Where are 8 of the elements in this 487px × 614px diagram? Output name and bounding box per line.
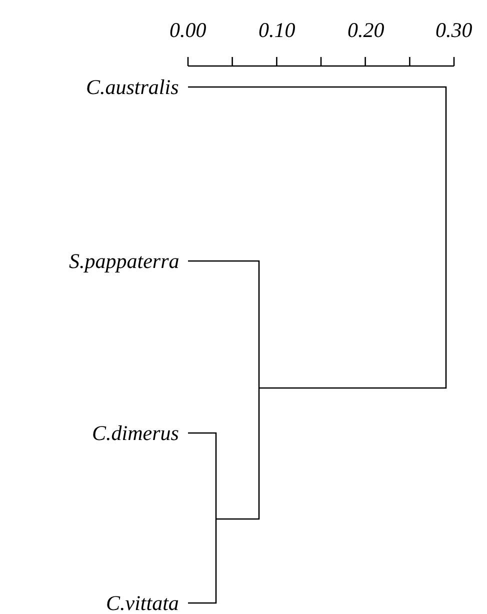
species-label: C.dimerus <box>92 421 179 445</box>
scale-label: 0.10 <box>258 18 296 42</box>
scale-label: 0.00 <box>170 18 206 42</box>
scale-label: 0.30 <box>436 18 472 42</box>
scale-label: 0.20 <box>348 18 384 42</box>
species-label: C.vittata <box>106 591 179 614</box>
species-label: C.australis <box>86 75 179 99</box>
species-label: S.pappaterra <box>69 249 180 273</box>
